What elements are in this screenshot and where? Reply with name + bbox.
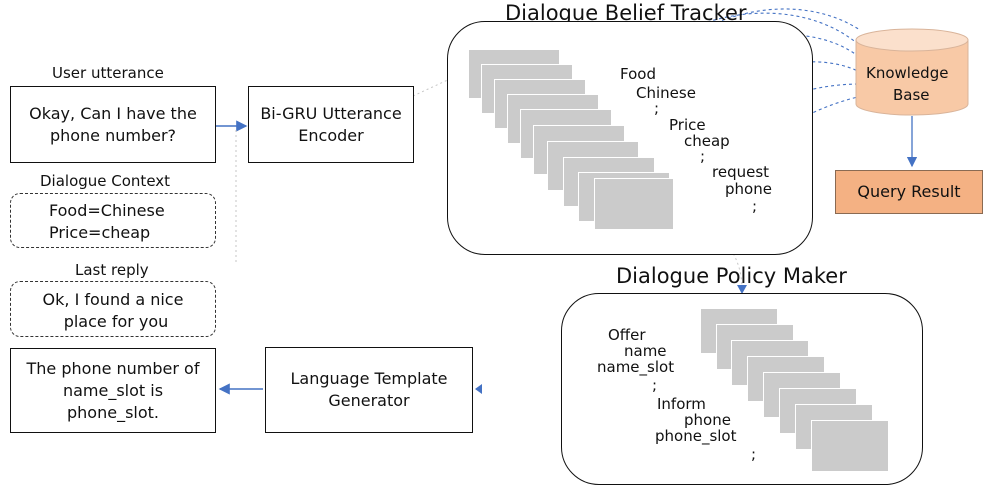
encoder-box: Bi-GRU Utterance Encoder — [248, 86, 414, 163]
last-reply-label: Last reply — [75, 261, 149, 279]
arrow-into-policy — [737, 285, 747, 294]
last-reply-line1: Ok, I found a nice — [42, 290, 184, 309]
policy-action: ; — [652, 376, 658, 394]
tracker-sheet — [594, 178, 674, 230]
knowledge-base-cylinder — [855, 28, 969, 116]
tracker-slot: ; — [752, 197, 758, 215]
tracker-slot: phone — [725, 180, 772, 198]
policy-maker-title: Dialogue Policy Maker — [616, 264, 847, 288]
tracker-slot: request — [712, 163, 770, 181]
kb-line1: Knowledge — [866, 64, 949, 82]
encoder-line2: Encoder — [298, 125, 364, 145]
policy-action: phone_slot — [655, 427, 737, 445]
tracker-slot: Price — [669, 116, 706, 134]
context-line2: Price=cheap — [49, 223, 151, 242]
policy-action: phone — [684, 411, 731, 429]
context-line1: Food=Chinese — [49, 201, 165, 220]
trace-encoder-to-tracker — [412, 77, 453, 97]
output-response-box: The phone number of name_slot is phone_s… — [10, 348, 216, 433]
query-result-label: Query Result — [857, 182, 961, 201]
policy-action: Offer — [608, 326, 646, 344]
arrow-into-generator — [475, 384, 482, 394]
tracker-slot: Chinese — [636, 84, 696, 102]
user-utterance-line1: Okay, Can I have the — [29, 103, 197, 123]
generator-line2: Generator — [328, 391, 410, 410]
template-generator-box: Language Template Generator — [265, 347, 473, 433]
policy-action: Inform — [657, 395, 706, 413]
encoder-line1: Bi-GRU Utterance — [260, 103, 402, 123]
output-line2: name_slot is — [62, 380, 164, 400]
policy-sheet — [811, 420, 889, 472]
dialogue-context-label: Dialogue Context — [40, 172, 171, 190]
kb-link-curve — [699, 8, 861, 31]
last-reply-box: Ok, I found a nice place for you — [10, 281, 216, 337]
policy-action: ; — [751, 445, 757, 463]
tracker-slot: Food — [620, 65, 656, 83]
output-line1: The phone number of — [26, 358, 200, 378]
tracker-slot: ; — [700, 147, 706, 165]
generator-line1: Language Template — [290, 369, 448, 388]
output-line3: phone_slot. — [67, 402, 159, 422]
last-reply-line2: place for you — [63, 312, 169, 331]
user-utterance-line2: phone number? — [49, 125, 177, 145]
kb-line2: Base — [893, 86, 930, 104]
policy-action: name — [624, 342, 667, 360]
policy-action: name_slot — [597, 358, 675, 376]
user-utterance-label: User utterance — [52, 64, 164, 82]
tracker-slot: cheap — [684, 132, 730, 150]
dialogue-context-box: Food=Chinese Price=cheap — [10, 193, 216, 248]
query-result-box: Query Result — [835, 170, 983, 214]
user-utterance-box: Okay, Can I have the phone number? — [10, 86, 216, 163]
tracker-slot: ; — [654, 99, 660, 117]
